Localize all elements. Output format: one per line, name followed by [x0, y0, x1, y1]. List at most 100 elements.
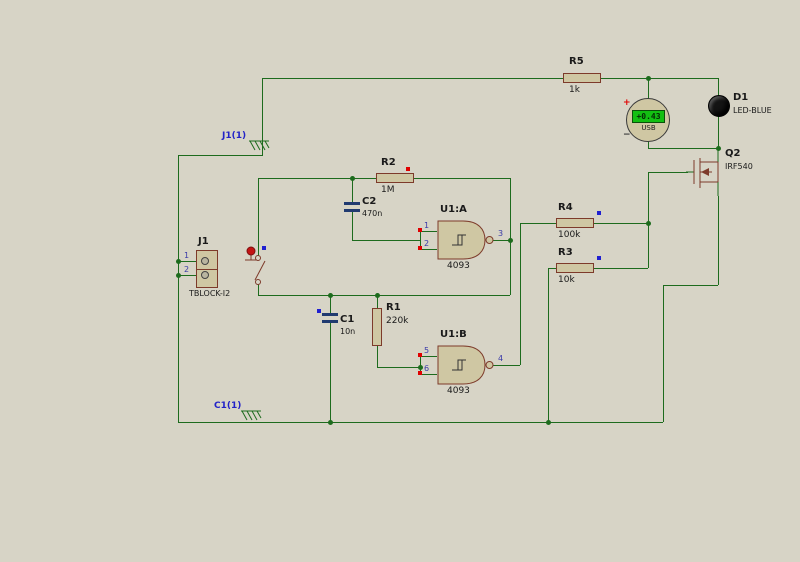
wire[interactable] — [493, 365, 520, 366]
nand-gate-u1a[interactable] — [437, 220, 499, 260]
u1a-pin3-number: 3 — [498, 229, 504, 238]
resistor-r5[interactable] — [563, 73, 601, 83]
wire[interactable] — [520, 223, 521, 365]
pin-marker — [418, 228, 422, 232]
wire[interactable] — [594, 268, 648, 269]
u1b-pin4-number: 4 — [498, 354, 504, 363]
wire[interactable] — [718, 116, 719, 150]
mosfet-q2[interactable] — [686, 150, 722, 196]
wire[interactable] — [594, 223, 648, 224]
wire[interactable] — [178, 155, 179, 422]
wire[interactable] — [648, 78, 649, 100]
wire-junction — [646, 221, 651, 226]
nand-gate-u1b[interactable] — [437, 345, 499, 385]
wire[interactable] — [258, 178, 259, 256]
wire[interactable] — [420, 374, 437, 375]
led-d1[interactable] — [708, 95, 730, 117]
terminal-pin[interactable] — [201, 271, 209, 279]
wire[interactable] — [663, 285, 664, 422]
wire[interactable] — [648, 172, 649, 268]
wire[interactable] — [178, 275, 196, 276]
wire[interactable] — [648, 172, 688, 173]
resistor-r4[interactable] — [556, 218, 594, 228]
capacitor-c2[interactable] — [344, 202, 360, 205]
wire[interactable] — [258, 178, 376, 179]
j1-pin1-number: 1 — [184, 251, 190, 260]
wire-junction — [350, 176, 355, 181]
wire[interactable] — [377, 367, 420, 368]
meter-minus-sign: − — [623, 130, 631, 140]
u1a-pin2-number: 2 — [424, 239, 430, 248]
pin-marker — [597, 211, 601, 215]
wire[interactable] — [420, 231, 421, 249]
wire-junction — [546, 420, 551, 425]
wire[interactable] — [420, 356, 437, 357]
r3-ref-label: R3 — [558, 247, 573, 258]
wire[interactable] — [258, 284, 259, 295]
resistor-r1[interactable] — [372, 308, 382, 346]
terminal-block-divider — [196, 269, 218, 270]
wire[interactable] — [414, 178, 510, 179]
pin-marker — [317, 309, 321, 313]
wire[interactable] — [178, 261, 196, 262]
voltmeter-display: +0.43 — [632, 110, 665, 123]
capacitor-c1[interactable] — [322, 320, 338, 323]
c1-ref-label: C1 — [340, 314, 355, 325]
wire[interactable] — [548, 268, 556, 269]
resistor-r2[interactable] — [376, 173, 414, 183]
wire[interactable] — [352, 240, 420, 241]
q2-value-label: IRF540 — [725, 162, 753, 171]
wire[interactable] — [520, 223, 556, 224]
wire[interactable] — [258, 295, 510, 296]
wire-junction — [176, 273, 181, 278]
wire[interactable] — [377, 346, 378, 367]
wire[interactable] — [718, 78, 719, 96]
wire[interactable] — [648, 148, 718, 149]
u1a-pin1-number: 1 — [424, 221, 430, 230]
c2-value-label: 470n — [362, 209, 383, 218]
pin-marker — [418, 353, 422, 357]
ground-terminal-icon[interactable] — [240, 410, 262, 422]
net-label: C1(1) — [214, 401, 242, 411]
wire[interactable] — [262, 78, 563, 79]
wire[interactable] — [510, 178, 511, 295]
resistor-r3[interactable] — [556, 263, 594, 273]
capacitor-c2[interactable] — [344, 209, 360, 212]
wire[interactable] — [178, 155, 263, 156]
wire-junction — [375, 293, 380, 298]
ground-terminal-icon[interactable] — [248, 140, 270, 152]
wire[interactable] — [420, 231, 437, 232]
wire[interactable] — [262, 78, 263, 155]
pin-marker — [418, 246, 422, 250]
wire[interactable] — [493, 240, 510, 241]
u1a-ref-label: U1:A — [440, 204, 467, 215]
wire-junction — [716, 146, 721, 151]
pin-marker — [406, 167, 410, 171]
wire[interactable] — [718, 196, 719, 285]
wire[interactable] — [420, 249, 437, 250]
pin-marker — [418, 371, 422, 375]
pin-marker — [597, 256, 601, 260]
wire[interactable] — [548, 268, 549, 422]
u1b-pin6-number: 6 — [424, 364, 430, 373]
wire[interactable] — [330, 295, 331, 313]
voltmeter-label: USB — [641, 124, 656, 132]
capacitor-c1[interactable] — [322, 313, 338, 316]
wire[interactable] — [178, 422, 663, 423]
wire[interactable] — [352, 178, 353, 202]
wire[interactable] — [352, 212, 353, 240]
push-button[interactable] — [244, 244, 268, 288]
wire[interactable] — [601, 78, 719, 79]
net-label: J1(1) — [222, 131, 247, 141]
wire[interactable] — [663, 285, 718, 286]
meter-plus-sign: + — [623, 98, 631, 108]
terminal-pin[interactable] — [201, 257, 209, 265]
wire[interactable] — [330, 323, 331, 422]
r3-value-label: 10k — [558, 275, 575, 285]
wire[interactable] — [377, 295, 378, 308]
r2-value-label: 1M — [381, 185, 395, 195]
wire[interactable] — [648, 140, 649, 148]
j1-value-label: TBLOCK-I2 — [189, 289, 231, 298]
j1-pin2-number: 2 — [184, 265, 190, 274]
